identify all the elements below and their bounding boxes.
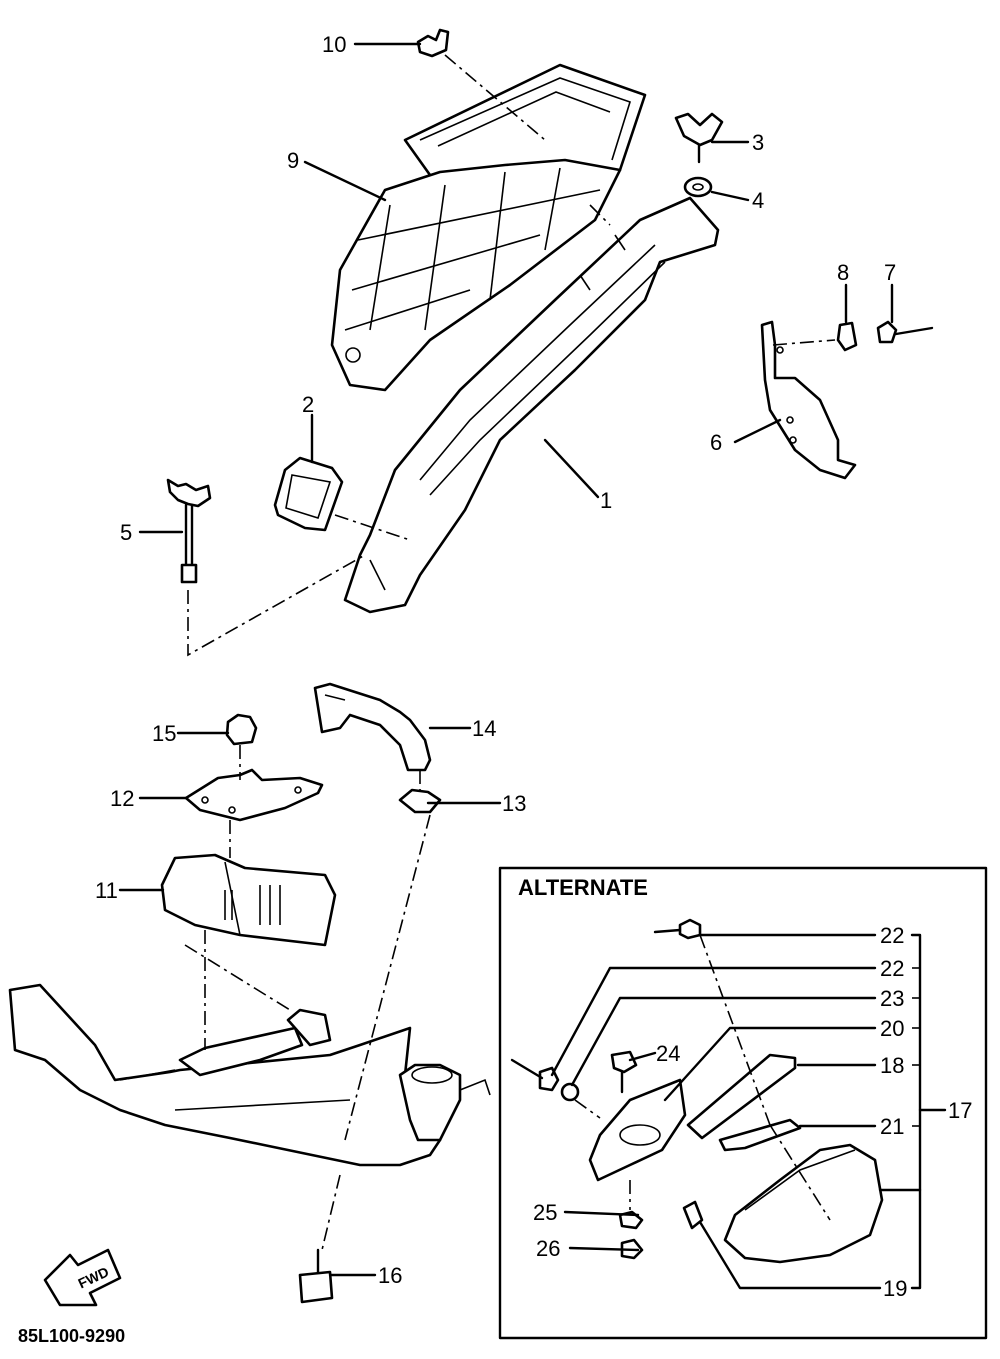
alternate-inset: ALTERNATE — [498, 866, 988, 1340]
callout-12: 12 — [110, 786, 134, 811]
callout-13: 13 — [502, 791, 526, 816]
part-11-block — [160, 853, 337, 947]
part-3-wing-bolt — [674, 112, 724, 164]
callout-1: 1 — [600, 488, 612, 513]
callout-22-top: 22 — [880, 923, 904, 948]
part-12-plate — [184, 768, 324, 822]
callout-20: 20 — [880, 1016, 904, 1041]
dash-lines — [184, 54, 836, 1251]
part-8-clip — [836, 321, 858, 352]
callout-7: 7 — [884, 260, 896, 285]
part-15-nut — [225, 713, 258, 746]
callout-16: 16 — [378, 1263, 402, 1288]
callout-2: 2 — [302, 392, 314, 417]
callout-23: 23 — [880, 986, 904, 1011]
callout-labels: 10 9 3 4 8 7 2 6 1 5 14 15 12 13 11 16 2… — [95, 32, 972, 1301]
part-1-bracket-panel — [343, 196, 720, 614]
part-4-grommet — [683, 176, 713, 198]
part-5-bolt — [166, 478, 212, 584]
callout-26: 26 — [536, 1236, 560, 1261]
callout-21: 21 — [880, 1114, 904, 1139]
callout-4: 4 — [752, 188, 764, 213]
callout-25: 25 — [533, 1200, 557, 1225]
callout-9: 9 — [287, 148, 299, 173]
callout-18: 18 — [880, 1053, 904, 1078]
callout-15: 15 — [152, 721, 176, 746]
callout-8: 8 — [837, 260, 849, 285]
callout-19: 19 — [883, 1276, 907, 1301]
drawing-code: 85L100-9290 — [18, 1326, 125, 1346]
callout-10: 10 — [322, 32, 346, 57]
frame-assembly — [8, 983, 491, 1167]
callout-11: 11 — [95, 878, 118, 903]
part-2-gasket — [273, 456, 344, 532]
callout-24: 24 — [656, 1041, 680, 1066]
part-16-bolt — [298, 1248, 334, 1304]
part-9-air-duct — [330, 63, 647, 392]
inset-title: ALTERNATE — [518, 875, 648, 900]
callout-22-left: 22 — [880, 956, 904, 981]
callout-6: 6 — [710, 430, 722, 455]
part-6-bracket — [760, 320, 857, 480]
part-7-screw — [876, 320, 934, 344]
part-13-clip — [398, 788, 442, 814]
part-14-bracket — [313, 682, 432, 772]
callout-17: 17 — [948, 1098, 972, 1123]
callout-3: 3 — [752, 130, 764, 155]
fwd-arrow: FWD — [43, 1248, 122, 1307]
leader-lines — [118, 42, 894, 1277]
part-10-clip — [416, 28, 450, 58]
callout-14: 14 — [472, 716, 496, 741]
callout-5: 5 — [120, 520, 132, 545]
